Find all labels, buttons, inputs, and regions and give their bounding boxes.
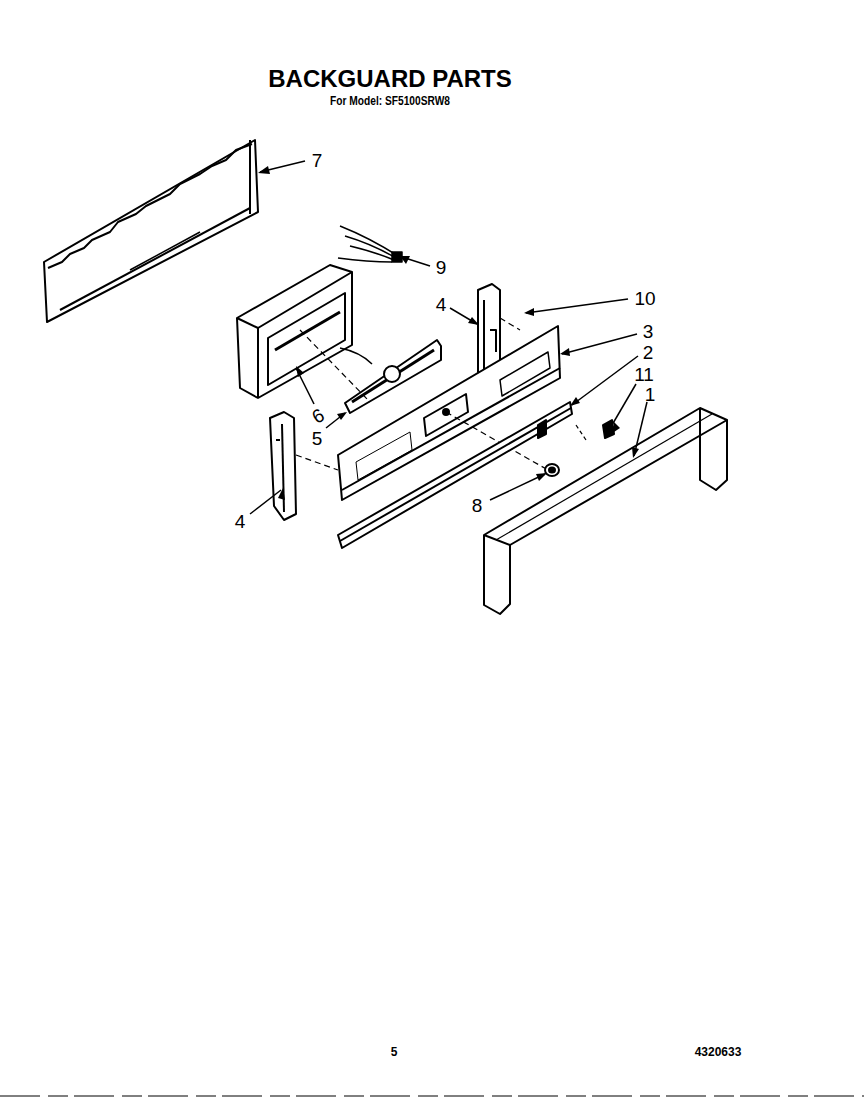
page-title: BACKGUARD PARTS — [268, 67, 512, 91]
callout-number: 11 — [634, 365, 654, 384]
display-module — [340, 340, 441, 413]
model-number: For Model: SF5100SRW8 — [330, 95, 450, 107]
callout-number: 1 — [645, 385, 656, 404]
leader-line — [250, 161, 647, 514]
end-cap — [484, 408, 727, 614]
trim-frame — [237, 265, 352, 398]
callout-number: 5 — [312, 429, 323, 448]
callout-number: 3 — [643, 322, 654, 341]
callout-number: 2 — [643, 343, 654, 362]
knob — [545, 464, 559, 476]
callout-number: 6 — [309, 405, 328, 427]
page-number: 5 — [391, 1046, 398, 1058]
callout-number: 8 — [472, 496, 483, 515]
callout-number: 9 — [436, 258, 447, 277]
callout-number: 4 — [235, 512, 246, 531]
callout-number: 4 — [436, 295, 447, 314]
callout-number: 7 — [312, 151, 323, 170]
clip — [576, 420, 614, 440]
end-bracket — [270, 412, 296, 520]
assembly-line — [296, 318, 520, 470]
rear-panel — [44, 140, 258, 322]
arrowhead — [258, 166, 639, 500]
page-rule — [0, 1096, 864, 1097]
callout-number: 10 — [634, 289, 655, 308]
document-number: 4320633 — [695, 1046, 742, 1058]
wire-harness — [338, 226, 402, 262]
